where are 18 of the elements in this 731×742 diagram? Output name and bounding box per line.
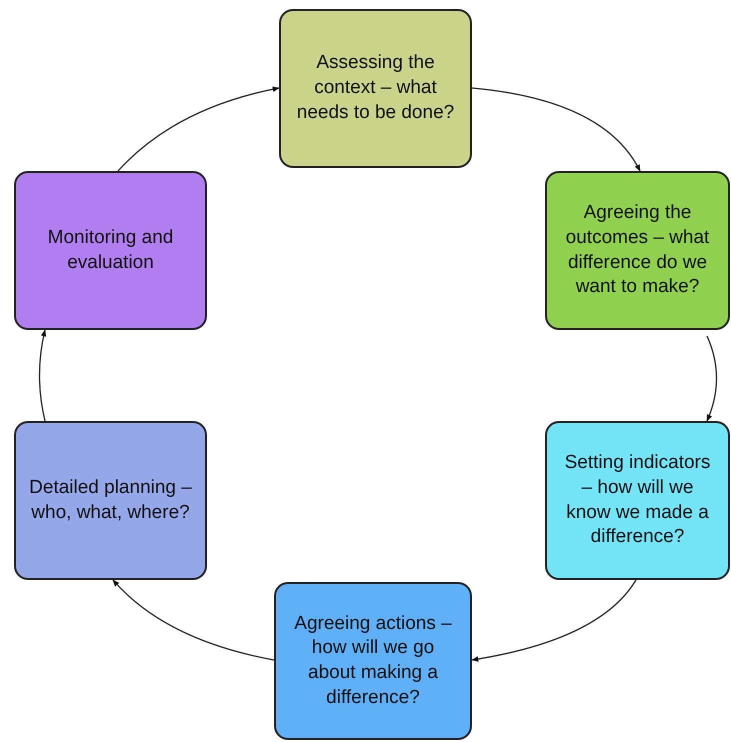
box-text: Setting indicators – how will we know we made a difference?	[564, 451, 712, 550]
curved-arrow	[706, 336, 718, 422]
curved-arrow	[118, 86, 280, 172]
process-box	[274, 582, 472, 740]
curved-arrow	[38, 329, 46, 422]
box-text: Assessing the context – what needs to be done?	[296, 51, 456, 125]
box-text: Monitoring and evaluation	[46, 226, 174, 274]
curved-arrow	[472, 87, 641, 172]
box-text: Detailed planning – who, what, where?	[28, 476, 193, 524]
box-text: Agreeing the outcomes – what difference do we want to make?	[564, 201, 710, 300]
process-box	[545, 171, 730, 330]
process-box	[14, 421, 207, 580]
curved-arrow	[471, 580, 637, 662]
box-text: Agreeing actions – how will we go about making a difference?	[293, 612, 453, 710]
curved-arrow	[112, 580, 274, 661]
process-box	[14, 171, 207, 330]
process-box	[279, 9, 472, 168]
process-box	[545, 421, 730, 580]
